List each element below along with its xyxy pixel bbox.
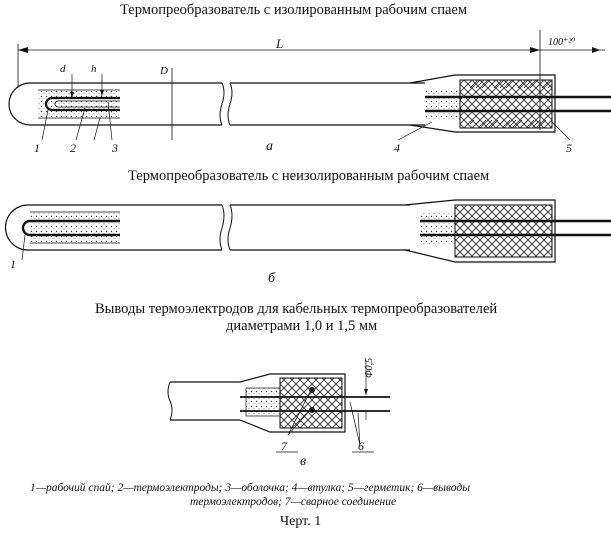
view-letter-b: б	[268, 271, 276, 286]
dim-label-lead-d: Φ0,5	[364, 358, 375, 378]
view-letter-c: в	[300, 454, 306, 469]
title-leads-line1: Выводы термоэлектродов для кабельных тер…	[95, 301, 498, 317]
callout-a-5: 5	[566, 141, 572, 155]
dim-label-h: h	[91, 63, 97, 75]
title-nonisolated-junction: Термопреобразователь с неизолированным р…	[128, 168, 490, 184]
legend-line1: 1—рабочий спай; 2—термоэлектроды; 3—обол…	[30, 482, 470, 494]
dim-label-D: D	[159, 65, 168, 77]
dim-label-tail: 100⁺²⁰	[548, 37, 575, 48]
callout-a-1: 1	[34, 141, 40, 155]
callout-a-4: 4	[394, 141, 400, 155]
figure-caption: Черт. 1	[280, 514, 322, 529]
dim-label-d: d	[60, 63, 66, 75]
view-b-nonisolated	[4, 199, 611, 263]
dim-label-L: L	[275, 36, 283, 51]
callout-b-1: 1	[10, 257, 16, 271]
legend-line2: термоэлектродов; 7—сварное соединение	[190, 496, 397, 508]
title-isolated-junction: Термопреобразователь с изолированным раб…	[120, 2, 468, 18]
view-c-leads	[167, 360, 390, 453]
callout-c-6: 6	[358, 439, 364, 453]
view-a-isolated	[8, 30, 611, 141]
title-leads-line2: диаметрами 1,0 и 1,5 мм	[226, 318, 378, 334]
callout-a-3: 3	[111, 141, 118, 155]
callout-a-2: 2	[70, 141, 76, 155]
callout-c-7: 7	[281, 439, 288, 453]
view-letter-a: а	[266, 139, 273, 154]
